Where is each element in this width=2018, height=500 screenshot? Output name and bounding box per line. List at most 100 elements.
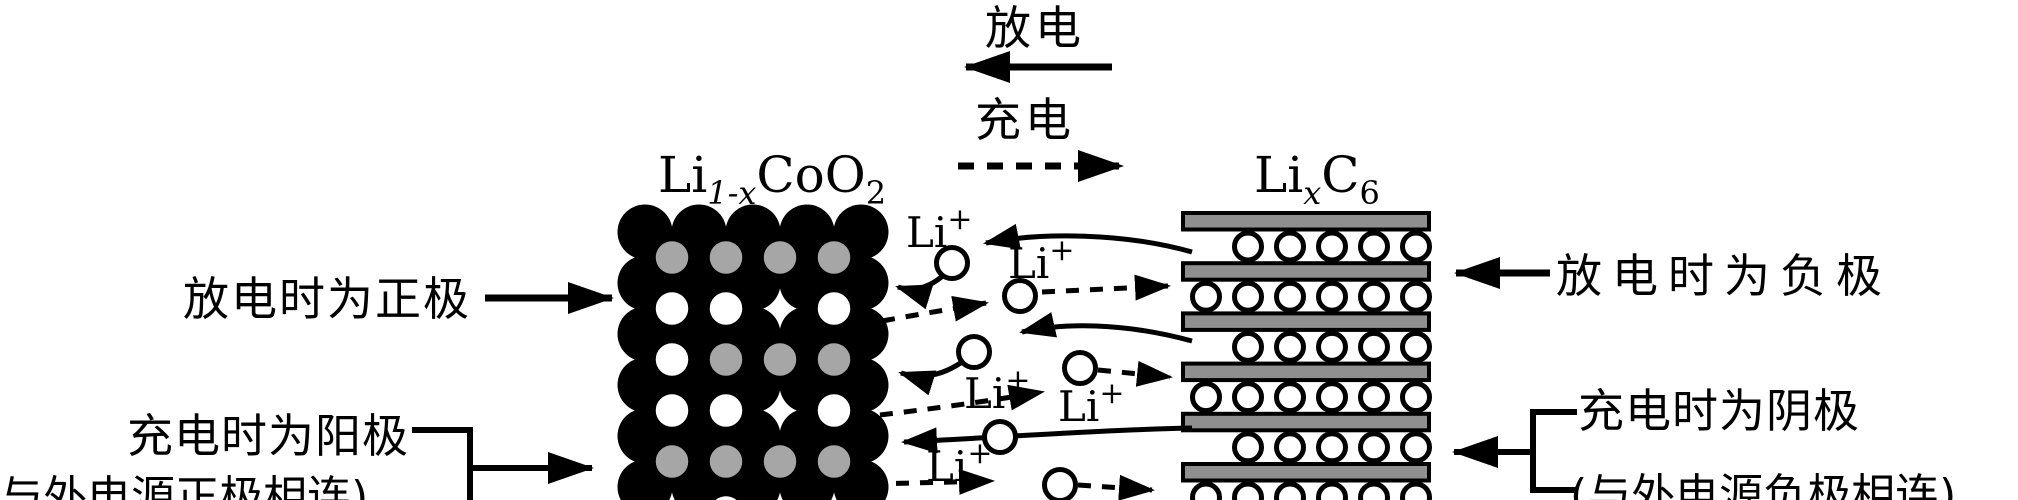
intercalated-lithium	[1274, 431, 1306, 464]
intercalated-lithium	[1358, 230, 1390, 263]
anode-lattice	[1181, 211, 1432, 500]
intercalated-lithium	[1400, 481, 1432, 500]
lithium-atom	[813, 287, 855, 330]
cathode-annotations: 放电时为正极 充电时为阳极 (与外电源正极相连)	[0, 272, 614, 500]
intercalated-lithium	[1358, 481, 1390, 500]
cobalt-atom	[813, 338, 855, 381]
charge-ion-path	[1041, 274, 1171, 301]
discharge-ion-path	[983, 223, 1193, 255]
anode-annotations: 放电时为负极 充电时为阴极 (与外电源负极相连)	[1452, 249, 1956, 500]
cobalt-atom	[813, 236, 855, 279]
intercalated-lithium	[1400, 280, 1432, 313]
cathode-charge-bracket	[412, 427, 473, 500]
intercalated-lithium	[1232, 481, 1264, 500]
free-lithium-ion-circle	[1002, 278, 1038, 314]
intercalated-lithium	[1400, 381, 1432, 414]
anode-discharge-role-label: 放电时为负极	[1556, 249, 1892, 303]
lithium-atom	[709, 491, 743, 500]
anode-charge-note-label: (与外电源负极相连)	[1570, 470, 1956, 500]
intercalated-lithium	[1232, 431, 1264, 464]
free-lithium-ion-circle	[982, 419, 1018, 455]
lithium-atom	[651, 287, 693, 330]
graphene-layer	[1181, 361, 1431, 383]
intercalated-lithium	[1316, 230, 1348, 263]
anode-electrode: LixC6	[1181, 146, 1432, 500]
intercalated-lithium	[1274, 381, 1306, 414]
charge-ion-path	[871, 468, 995, 495]
intercalated-lithium	[1232, 280, 1264, 313]
cathode-discharge-role-label: 放电时为正极	[183, 272, 471, 326]
cobalt-atom	[705, 440, 747, 483]
intercalated-lithium	[1400, 431, 1432, 464]
lithium-atom	[705, 389, 747, 432]
intercalated-lithium	[1316, 280, 1348, 313]
intercalated-lithium	[1316, 481, 1348, 500]
lithium-atom	[651, 389, 693, 432]
cathode-lattice	[617, 204, 889, 500]
cathode-formula: Li1-xCoO2	[658, 146, 886, 212]
intercalated-lithium	[1274, 230, 1306, 263]
cathode-formula-main: CoO	[756, 146, 865, 204]
intercalated-lithium	[1232, 330, 1264, 363]
anode-formula-subscript: 6	[1360, 174, 1380, 212]
intercalated-lithium	[1190, 481, 1222, 500]
ion-label: Li+	[906, 202, 972, 257]
anode-formula-main: C	[1321, 146, 1359, 204]
free-lithium-ion-circle	[956, 334, 992, 370]
cathode-charge-note-label: (与外电源正极相连)	[0, 472, 368, 500]
lithium-atom	[813, 389, 855, 432]
discharge-label: 放电	[985, 1, 1085, 55]
cobalt-atom	[705, 338, 747, 381]
intercalated-lithium	[1190, 381, 1222, 414]
cobalt-atom	[759, 236, 801, 279]
cobalt-atom	[651, 236, 693, 279]
cathode-formula-main: Li	[658, 146, 707, 204]
intercalated-lithium	[1358, 431, 1390, 464]
discharge-ion-path	[898, 359, 964, 396]
discharge-ion-path	[901, 425, 1193, 454]
lithium-atom	[651, 338, 693, 381]
graphene-layer	[1181, 311, 1431, 332]
ion-labels: Li+ Li+ Li+ Li+ Li+	[906, 202, 1124, 491]
intercalated-lithium	[1358, 280, 1390, 313]
charge-ion-path	[881, 295, 989, 324]
intercalated-lithium	[1316, 381, 1348, 414]
intercalated-lithium	[1274, 280, 1306, 313]
ion-label: Li+	[1058, 376, 1124, 431]
anode-formula-main: Li	[1254, 146, 1303, 204]
intercalated-lithium	[1358, 330, 1390, 363]
graphene-layer	[1181, 411, 1431, 433]
ion-label: Li+	[926, 436, 992, 491]
charge-ion-path	[1077, 474, 1155, 500]
charge-ion-path	[879, 384, 1045, 418]
cobalt-atom	[759, 440, 801, 483]
ion-flow	[871, 223, 1193, 500]
intercalated-lithium	[1358, 381, 1390, 414]
cobalt-atom	[651, 440, 693, 483]
intercalated-lithium	[1400, 230, 1432, 263]
intercalated-lithium	[1316, 330, 1348, 363]
intercalated-lithium	[1190, 280, 1222, 313]
discharge-ion-path	[895, 271, 948, 310]
cathode-formula-subscript: 2	[866, 174, 886, 212]
cobalt-atom	[705, 236, 747, 279]
discharge-ion-path	[1019, 312, 1193, 344]
anode-formula: LixC6	[1254, 146, 1380, 212]
graphene-layer	[1181, 261, 1431, 282]
lithium-atom	[705, 287, 747, 330]
cathode-charge-role-label: 充电时为阳极	[127, 409, 409, 463]
free-lithium-ion-circle	[1042, 467, 1078, 500]
graphene-layer	[1181, 211, 1431, 232]
charge-label: 充电	[975, 93, 1075, 147]
free-lithium-ion-circle	[934, 245, 970, 281]
graphene-layer	[1181, 462, 1431, 483]
intercalated-lithium	[1232, 230, 1264, 263]
cobalt-atom	[813, 440, 855, 483]
anode-formula-subscript: x	[1303, 174, 1321, 212]
intercalated-lithium	[1274, 481, 1306, 500]
charge-ion-path	[1097, 360, 1173, 387]
intercalated-lithium	[1316, 431, 1348, 464]
ion-label: Li+	[1008, 233, 1074, 288]
